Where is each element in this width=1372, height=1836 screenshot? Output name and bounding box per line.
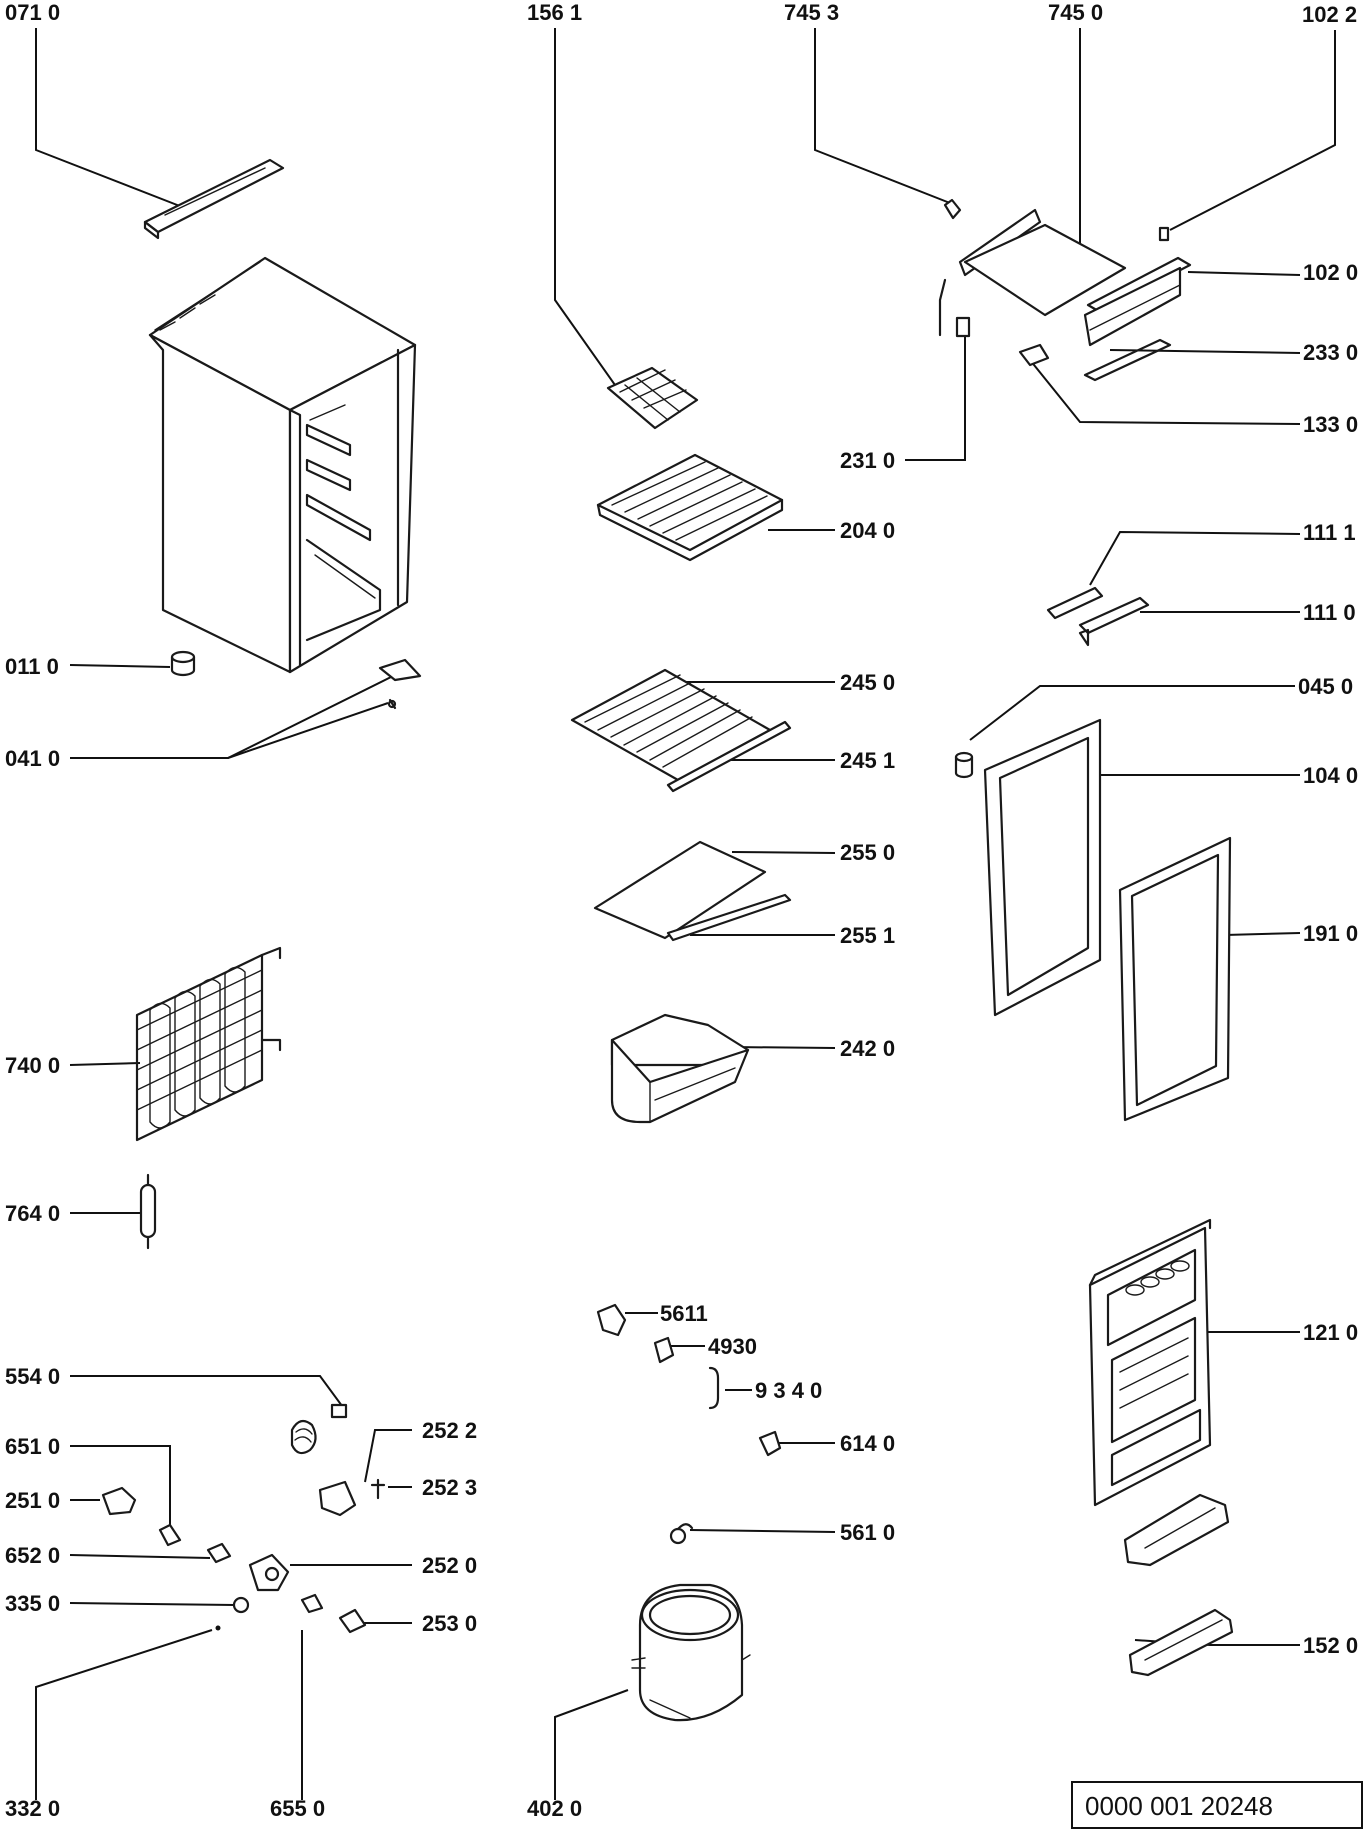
knob [170, 650, 196, 677]
label-2510: 251 0 [5, 1488, 60, 1513]
fridge-cabinet [148, 256, 417, 674]
wire-shelf [570, 668, 792, 793]
label-6510: 651 0 [5, 1434, 60, 1459]
label-2450: 245 0 [840, 670, 895, 695]
label-5540: 554 0 [5, 1364, 60, 1389]
label-9340: 9 3 4 0 [755, 1378, 822, 1403]
label-0710: 071 0 [5, 0, 60, 25]
door-gaskets [954, 718, 1232, 1122]
filter-drier [139, 1173, 157, 1250]
electrical-components [596, 1303, 782, 1545]
freezer-tray [596, 453, 784, 562]
label-7453: 745 3 [784, 0, 839, 25]
label-2451: 245 1 [840, 748, 895, 773]
reference-number-box: 0000 001 20248 [1071, 1781, 1363, 1829]
label-7640: 764 0 [5, 1201, 60, 1226]
label-1210: 121 0 [1303, 1320, 1358, 1345]
label-7450: 745 0 [1048, 0, 1103, 25]
label-1040: 104 0 [1303, 763, 1358, 788]
reference-number: 0000 001 20248 [1085, 1791, 1273, 1821]
label-1111: 111 1 [1303, 520, 1356, 545]
compressor [631, 1583, 751, 1722]
label-2520: 252 0 [422, 1553, 477, 1578]
control-panel-strip [143, 158, 285, 240]
crisper-drawer [610, 1013, 750, 1124]
door-inner-panel [1088, 1218, 1212, 1507]
label-1330: 133 0 [1303, 412, 1358, 437]
label-2310: 231 0 [840, 448, 895, 473]
hinge [378, 658, 422, 710]
label-1561: 156 1 [527, 0, 582, 25]
condenser-coil [135, 946, 282, 1142]
label-4930: 4930 [708, 1334, 757, 1359]
part-labels: 071 0 156 1 745 3 745 0 102 2 102 0 233 … [5, 0, 1358, 1821]
ice-tray [606, 366, 699, 430]
label-5610: 561 0 [840, 1520, 895, 1545]
label-4020: 402 0 [527, 1796, 582, 1821]
evaporator-assembly [938, 198, 1192, 382]
thermostat-small-parts [101, 1403, 386, 1634]
label-5611: 5611 [660, 1301, 708, 1326]
label-0450: 045 0 [1298, 674, 1353, 699]
label-6550: 655 0 [270, 1796, 325, 1821]
label-0410: 041 0 [5, 746, 60, 771]
label-3320: 332 0 [5, 1796, 60, 1821]
label-3350: 335 0 [5, 1591, 60, 1616]
label-1910: 191 0 [1303, 921, 1358, 946]
label-1110: 111 0 [1303, 600, 1356, 625]
label-6140: 614 0 [840, 1431, 895, 1456]
label-2330: 233 0 [1303, 340, 1358, 365]
label-2522: 252 2 [422, 1418, 477, 1443]
label-7400: 740 0 [5, 1053, 60, 1078]
label-2551: 255 1 [840, 923, 895, 948]
label-2550: 255 0 [840, 840, 895, 865]
leader-lines [35, 28, 1336, 1800]
door-handle-parts [1046, 586, 1150, 647]
glass-shelf [593, 840, 792, 942]
door-shelves [1123, 1493, 1234, 1677]
label-2523: 252 3 [422, 1475, 477, 1500]
label-1020: 102 0 [1303, 260, 1358, 285]
label-0110: 011 0 [5, 654, 59, 679]
label-2420: 242 0 [840, 1036, 895, 1061]
label-2040: 204 0 [840, 518, 895, 543]
label-1022: 102 2 [1302, 2, 1357, 27]
label-6520: 652 0 [5, 1543, 60, 1568]
label-2530: 253 0 [422, 1611, 477, 1636]
label-1520: 152 0 [1303, 1633, 1358, 1658]
